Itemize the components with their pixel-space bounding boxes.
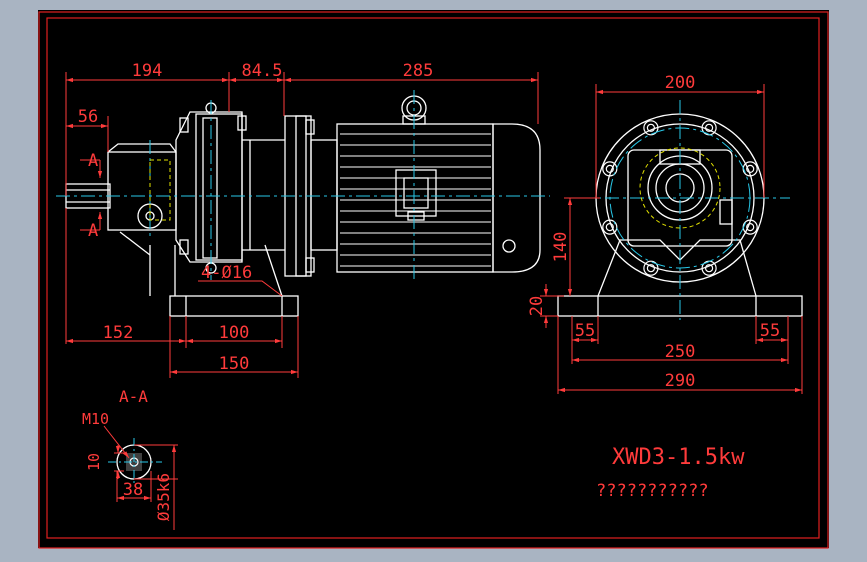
reducer-casing (175, 111, 243, 263)
inner-frame (46, 17, 820, 539)
flange-bolt (704, 264, 714, 273)
dim-100: 100 (219, 323, 250, 343)
drawing-sheet (38, 10, 829, 548)
dim-140: 140 (551, 232, 571, 263)
front-dimension-lines (65, 72, 539, 378)
outer-frame (38, 11, 829, 549)
flange-bolt (643, 260, 659, 276)
dim-20: 20 (527, 296, 547, 316)
flange-bolt (746, 223, 755, 232)
motor-fan-cover (492, 123, 541, 273)
dim-285: 285 (403, 61, 434, 81)
section-marker-top: A (88, 151, 98, 171)
dim-10: 10 (85, 453, 103, 471)
flange-bolt (602, 161, 618, 177)
section-marker-bottom: A (88, 221, 98, 241)
dim-194: 194 (132, 61, 163, 81)
flange-bolt (704, 123, 714, 132)
front-view (65, 95, 541, 317)
front-dimension-texts: 194 84.5 285 56 152 100 150 4-Ø16 A A (78, 61, 434, 374)
side-hidden-lines (639, 147, 721, 229)
flange-bolt (646, 264, 656, 273)
dim-200: 200 (665, 73, 696, 93)
model-subtitle: ??????????? (596, 481, 709, 501)
front-hidden-lines (149, 159, 171, 221)
flange-bolt (746, 164, 755, 173)
model-title: XWD3-1.5kw (612, 445, 745, 470)
dim-84-5: 84.5 (242, 61, 283, 81)
flange-bolt (605, 164, 614, 173)
motor-fins (340, 133, 491, 267)
flange-bolt (602, 219, 618, 235)
support-web (149, 244, 283, 297)
dim-150: 150 (219, 354, 250, 374)
side-dimension-texts: 200 140 20 55 55 250 290 (527, 73, 780, 391)
dim-holes: 4-Ø16 (201, 263, 252, 283)
flange-bolt (643, 120, 659, 136)
dim-35k6: Ø35k6 (154, 473, 173, 521)
flange-bolt (605, 223, 614, 232)
terminal-box (395, 169, 437, 217)
side-bolt-circle (602, 120, 758, 276)
side-dimension-lines (540, 84, 803, 394)
base-plate (169, 295, 299, 317)
dim-250: 250 (665, 342, 696, 362)
dim-55-right: 55 (760, 321, 780, 341)
dim-m10: M10 (82, 410, 109, 428)
dim-56: 56 (78, 107, 98, 127)
dim-290: 290 (665, 371, 696, 391)
side-centerlines (580, 100, 790, 320)
dim-38: 38 (123, 480, 143, 500)
section-aa-view: A-A M10 10 38 Ø35k6 (82, 387, 178, 530)
flange-bolt (646, 123, 656, 132)
dim-55-left: 55 (575, 321, 595, 341)
dim-152: 152 (103, 323, 134, 343)
section-label: A-A (119, 387, 148, 406)
